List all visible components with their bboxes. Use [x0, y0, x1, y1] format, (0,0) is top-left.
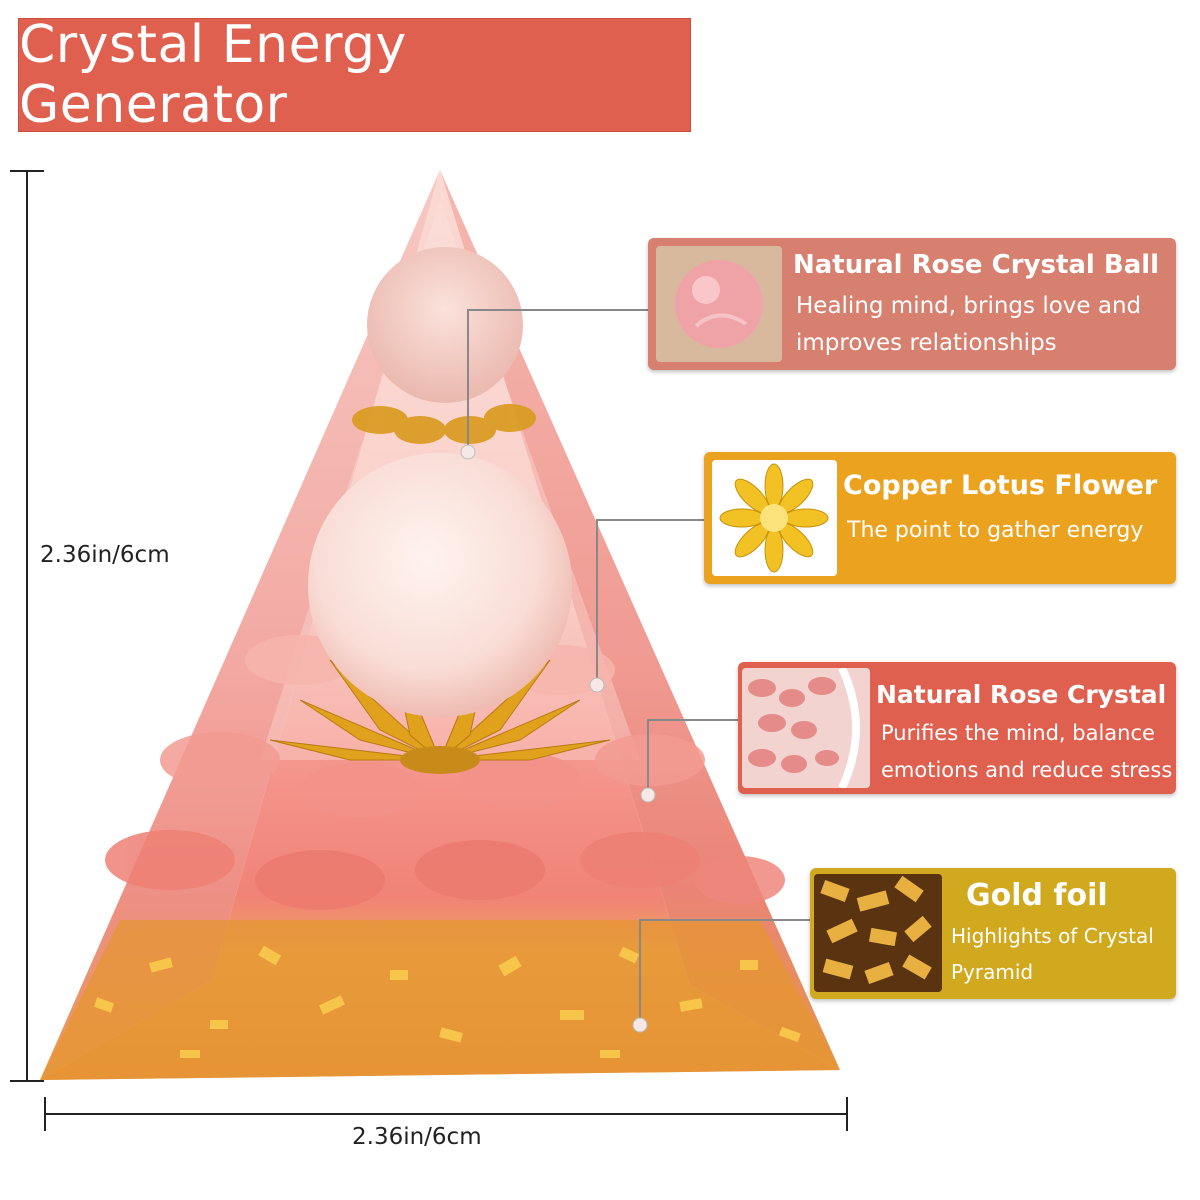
- width-dimension-label: 2.36in/6cm: [348, 1124, 486, 1150]
- rose-crystal-ball-icon: [656, 246, 782, 362]
- callout-description-line: The point to gather energy: [847, 518, 1144, 543]
- page-title: Crystal Energy Generator: [19, 15, 407, 135]
- callout-description-line: improves relationships: [796, 330, 1057, 356]
- callout-description-line: Pyramid: [951, 960, 1034, 984]
- callout-natural-rose-crystal: Natural Rose Crystal Purifies the mind, …: [738, 662, 1176, 794]
- height-dimension-line: [26, 170, 28, 1081]
- callout-heading: Copper Lotus Flower: [843, 470, 1158, 501]
- callout-description: The point to gather energy: [847, 514, 1143, 548]
- callout-gold-foil: Gold foil Highlights of Crystal Pyramid: [810, 868, 1176, 999]
- height-dimension-label: 2.36in/6cm: [36, 542, 174, 568]
- callout-description-line: Highlights of Crystal: [951, 924, 1154, 948]
- width-dimension-line: [44, 1113, 848, 1115]
- callout-description-line: emotions and reduce stress: [881, 758, 1173, 782]
- height-dimension-cap-top: [10, 170, 44, 172]
- callout-description: Healing mind, brings love and improves r…: [796, 288, 1141, 362]
- callout-copper-lotus-flower: Copper Lotus Flower The point to gather …: [704, 452, 1176, 584]
- callout-heading: Natural Rose Crystal Ball: [793, 250, 1160, 280]
- callout-rose-crystal-ball: Natural Rose Crystal Ball Healing mind, …: [648, 238, 1176, 370]
- callout-description: Highlights of Crystal Pyramid: [951, 918, 1154, 990]
- width-dimension-cap-right: [846, 1097, 848, 1131]
- gold-foil-icon: [814, 874, 942, 992]
- lotus-flower-icon: [712, 460, 837, 576]
- callout-heading: Natural Rose Crystal: [876, 680, 1167, 709]
- rose-crystal-chips-icon: [742, 668, 870, 788]
- callout-description: Purifies the mind, balance emotions and …: [881, 715, 1172, 789]
- width-dimension-cap-left: [44, 1097, 46, 1131]
- callout-description-line: Purifies the mind, balance: [881, 721, 1155, 745]
- callout-description-line: Healing mind, brings love and: [796, 293, 1142, 319]
- title-banner: Crystal Energy Generator: [18, 15, 691, 135]
- height-dimension-cap-bottom: [10, 1080, 44, 1082]
- callout-heading: Gold foil: [966, 878, 1108, 913]
